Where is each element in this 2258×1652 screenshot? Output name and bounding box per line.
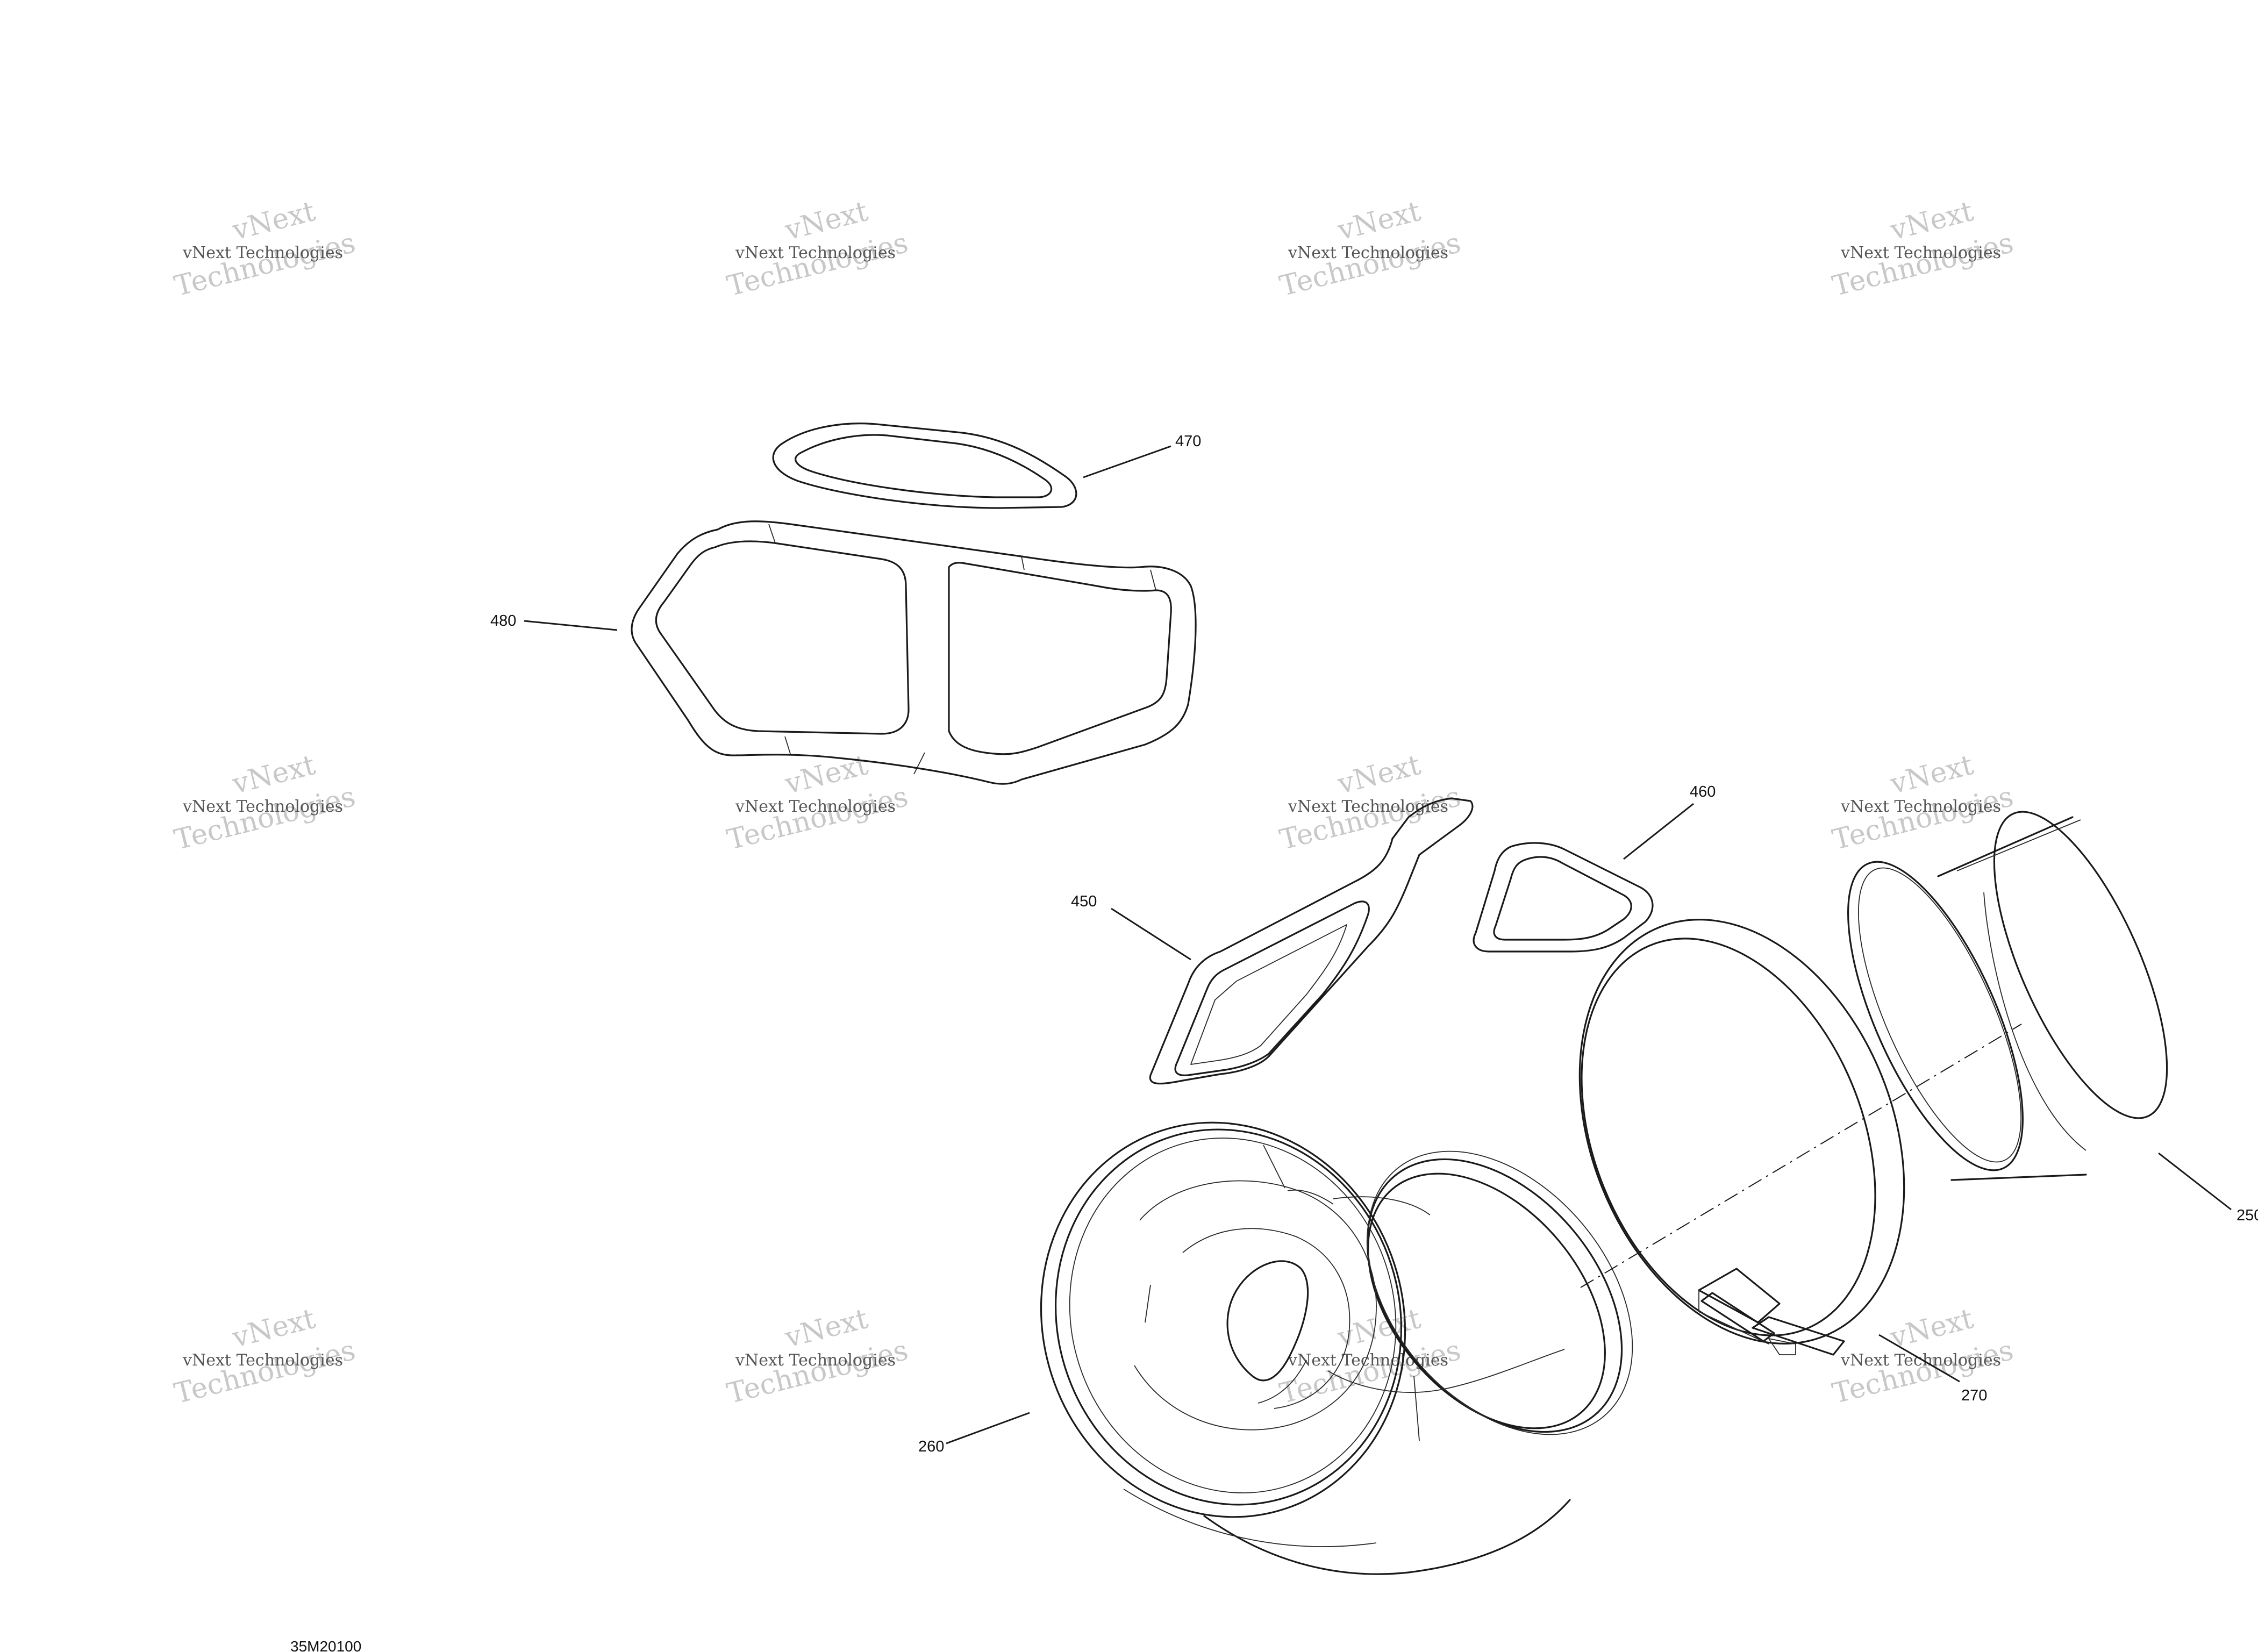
callout-450: 450 <box>1071 893 1191 961</box>
axis-centerline <box>1580 1024 2022 1288</box>
svg-text:vNext Technologies: vNext Technologies <box>1288 244 1448 262</box>
watermarks: vNext Technologies vNext Technologies vN… <box>172 195 2017 1410</box>
svg-text:vNext Technologies: vNext Technologies <box>735 1351 896 1370</box>
svg-text:vNext Technologies: vNext Technologies <box>182 797 343 816</box>
watermark: vNext Technologies vNext Technologies <box>724 749 911 856</box>
watermark: vNext Technologies vNext Technologies <box>724 1303 911 1410</box>
part-250-sleeve[interactable] <box>1813 790 2202 1193</box>
svg-text:vNext Technologies: vNext Technologies <box>1288 797 1448 816</box>
svg-text:vNext Technologies: vNext Technologies <box>182 1351 343 1370</box>
callout-470: 470 <box>1083 433 1201 478</box>
callout-label: 270 <box>1961 1387 1987 1404</box>
callout-260: 260 <box>918 1412 1030 1455</box>
callout-label: 450 <box>1071 893 1097 910</box>
callout-460: 460 <box>1623 783 1716 860</box>
watermark: vNext Technologies vNext Technologies <box>724 195 911 303</box>
part-260-boot[interactable] <box>990 1075 1686 1575</box>
svg-text:vNext Technologies: vNext Technologies <box>1840 797 2001 816</box>
svg-text:vNext Technologies: vNext Technologies <box>735 244 896 262</box>
svg-text:vNext Technologies: vNext Technologies <box>1840 244 2001 262</box>
svg-text:vNext Technologies: vNext Technologies <box>1840 1351 2001 1370</box>
part-460-gasket[interactable] <box>1473 842 1654 953</box>
watermark: vNext Technologies vNext Technologies <box>1277 1303 1464 1410</box>
watermark: vNext Technologies vNext Technologies <box>1830 195 2017 303</box>
part-270-clamp[interactable] <box>1520 871 1964 1392</box>
callout-label: 470 <box>1175 433 1201 450</box>
watermark: vNext Technologies vNext Technologies <box>172 749 359 856</box>
svg-text:vNext Technologies: vNext Technologies <box>735 797 896 816</box>
callout-label: 480 <box>490 612 516 630</box>
callout-270: 270 <box>1878 1334 1987 1404</box>
watermark: vNext Technologies vNext Technologies <box>1830 749 2017 856</box>
callout-label: 460 <box>1690 783 1716 800</box>
drawing-id: 35M20100 <box>290 1638 361 1652</box>
callout-label: 260 <box>918 1438 944 1455</box>
watermark: vNext Technologies vNext Technologies <box>1277 195 1464 303</box>
watermark: vNext Technologies vNext Technologies <box>172 1303 359 1410</box>
part-480-gasket[interactable] <box>631 520 1197 785</box>
watermark: vNext Technologies vNext Technologies <box>172 195 359 303</box>
callout-label: 250 <box>2236 1207 2258 1224</box>
part-450-gasket[interactable] <box>1149 797 1474 1085</box>
svg-text:vNext Technologies: vNext Technologies <box>182 244 343 262</box>
part-470-gasket[interactable] <box>772 423 1077 509</box>
watermark: vNext Technologies vNext Technologies <box>1277 749 1464 856</box>
callout-480: 480 <box>490 612 618 631</box>
callout-250: 250 <box>2158 1152 2258 1224</box>
